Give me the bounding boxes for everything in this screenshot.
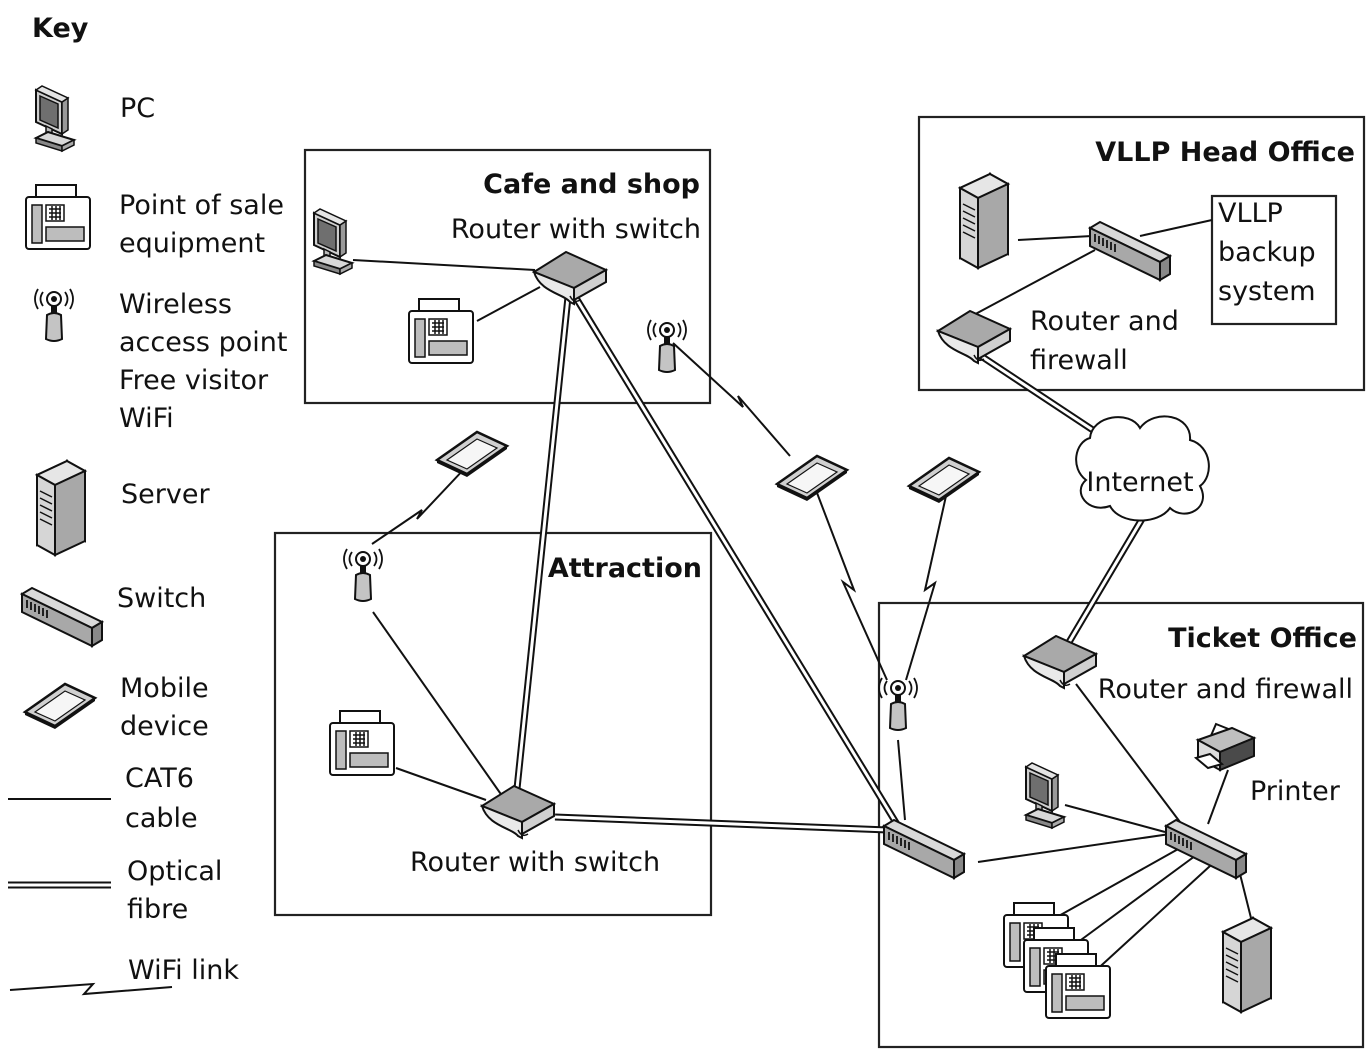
key-wap-label-3: Free visitor — [119, 365, 269, 396]
key-pos-icon — [25, 184, 91, 250]
key-pc-icon — [35, 85, 75, 152]
backup-label-3: system — [1218, 276, 1316, 307]
backup-label-1: VLLP — [1218, 198, 1283, 229]
key-wifi-link-line — [9, 982, 173, 996]
mobile-device-icon[interactable] — [435, 430, 509, 479]
internet-cloud-icon — [1075, 415, 1210, 522]
key-mobile-icon — [23, 682, 97, 731]
printer-icon[interactable] — [1195, 723, 1255, 771]
attraction-wifi-ap-icon[interactable] — [343, 548, 383, 602]
key-server-label: Server — [121, 479, 210, 510]
attraction-router-icon[interactable] — [481, 785, 555, 839]
ticket-pc-icon[interactable] — [1025, 762, 1065, 829]
internet-label: Internet — [1086, 467, 1193, 498]
head-office-router-label-1: Router and — [1030, 306, 1179, 337]
wifi-links — [371, 342, 949, 681]
key-pos-label-1: Point of sale — [119, 190, 284, 221]
key-pc-label: PC — [120, 93, 155, 124]
ticket-pos-icon[interactable] — [1045, 953, 1111, 1019]
head-office-router-label-2: firewall — [1030, 345, 1128, 376]
key-title: Key — [32, 13, 89, 44]
cafe-pos-icon[interactable] — [408, 298, 474, 364]
mobile-device-icon[interactable] — [907, 456, 981, 505]
backup-label-2: backup — [1218, 237, 1316, 268]
key-wap-label-1: Wireless — [119, 289, 232, 320]
key-wifi-link-label: WiFi link — [128, 955, 239, 986]
key-pos-label-2: equipment — [119, 228, 265, 259]
key-mobile-label-2: device — [120, 711, 209, 742]
backup-system-box — [1210, 194, 1338, 326]
head-office-box — [917, 115, 1366, 392]
attraction-router-label: Router with switch — [410, 847, 660, 878]
ticket-office-title: Ticket Office — [1168, 623, 1357, 654]
key-wap-label-4: WiFi — [119, 403, 174, 434]
head-office-switch-icon[interactable] — [1089, 221, 1171, 281]
ticket-server-icon[interactable] — [1222, 917, 1272, 1013]
key-switch-label: Switch — [117, 583, 206, 614]
ticket-router-label: Router and firewall — [1098, 674, 1353, 705]
ticket-office-box — [877, 601, 1365, 1049]
head-office-server-icon[interactable] — [959, 173, 1009, 269]
key-mobile-label-1: Mobile — [120, 673, 209, 704]
key-server-icon — [36, 460, 86, 556]
ticket-switch-left-icon[interactable] — [883, 819, 965, 879]
ticket-router-icon[interactable] — [1023, 635, 1097, 689]
cafe-wifi-ap-icon[interactable] — [647, 319, 687, 373]
attraction-box — [273, 531, 713, 917]
key-wifi-ap-icon — [34, 288, 74, 342]
key-wap-label-2: access point — [119, 327, 287, 358]
attraction-pos-icon[interactable] — [329, 710, 395, 776]
optical-fibre-links — [511, 296, 1146, 834]
cafe-shop-box — [303, 148, 712, 405]
key-switch-icon — [21, 587, 103, 647]
mobile-device-icon[interactable] — [775, 454, 849, 503]
printer-label: Printer — [1250, 776, 1341, 807]
head-office-title: VLLP Head Office — [1095, 137, 1355, 168]
cat6-cables — [352, 219, 1253, 975]
ticket-wifi-ap-icon[interactable] — [878, 677, 918, 731]
cafe-router-label: Router with switch — [451, 214, 701, 245]
key-cat6-label-2: cable — [125, 803, 198, 834]
key-cat6-label-1: CAT6 — [125, 763, 194, 794]
cafe-pc-icon[interactable] — [313, 208, 353, 275]
head-office-router-icon[interactable] — [937, 310, 1011, 364]
cafe-title: Cafe and shop — [483, 169, 700, 200]
cafe-router-icon[interactable] — [533, 251, 607, 305]
attraction-title: Attraction — [548, 553, 702, 584]
key-optical-label-1: Optical — [127, 856, 222, 887]
key-optical-label-2: fibre — [127, 894, 188, 925]
